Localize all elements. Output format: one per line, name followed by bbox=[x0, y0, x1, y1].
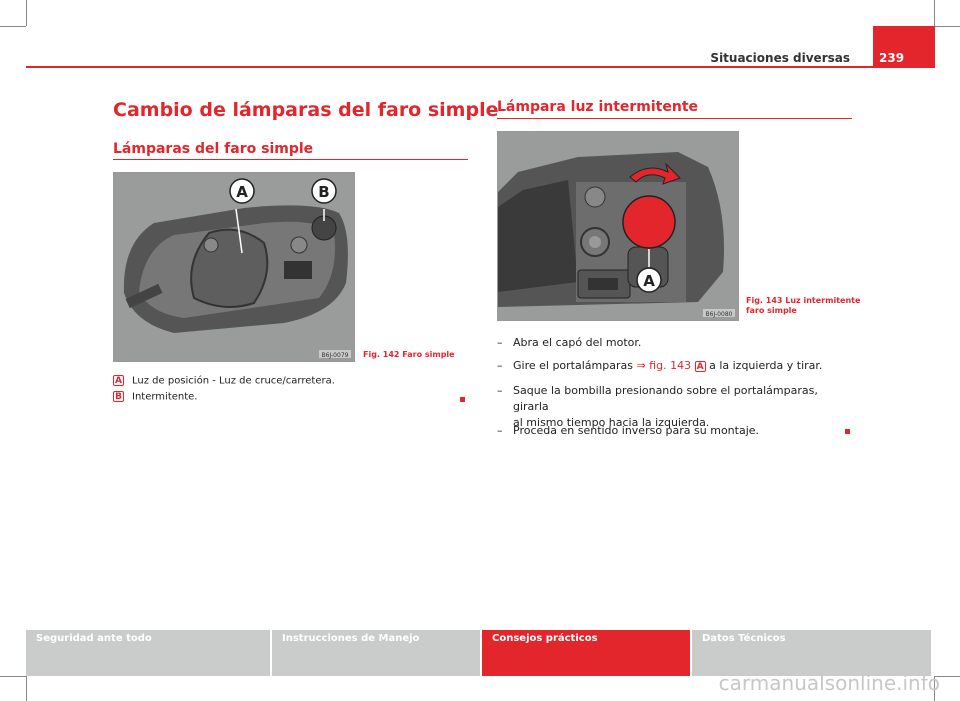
step-3-text: Saque la bombilla presionando sobre el p… bbox=[513, 383, 847, 431]
running-header: Situaciones diversas bbox=[710, 51, 850, 65]
page-number: 239 bbox=[879, 51, 905, 65]
crop-mark bbox=[0, 26, 26, 27]
step-dash: – bbox=[497, 424, 503, 437]
legend-item-a: A Luz de posición - Luz de cruce/carreter… bbox=[113, 375, 335, 387]
figure-142-caption: Fig. 142 Faro simple bbox=[363, 350, 455, 359]
crop-mark bbox=[934, 676, 935, 701]
tab-instrucciones[interactable]: Instrucciones de Manejo bbox=[272, 630, 480, 676]
figure-143-turn-signal: A B6J-0080 bbox=[497, 131, 739, 321]
tab-datos[interactable]: Datos Técnicos bbox=[692, 630, 931, 676]
step-2: – Gire el portalámparas ⇒ fig. 143 A a l… bbox=[497, 358, 847, 374]
section-end-mark bbox=[460, 397, 465, 402]
turn-signal-illustration: A B6J-0080 bbox=[498, 132, 738, 320]
step-2-text-start: Gire el portalámparas bbox=[513, 359, 637, 372]
crop-mark bbox=[26, 0, 27, 26]
legend-text-b: Intermitente. bbox=[132, 391, 198, 403]
left-subheading-rule bbox=[113, 159, 468, 160]
tab-consejos[interactable]: Consejos prácticos bbox=[482, 630, 690, 676]
step-4-text: Proceda en sentido inverso para su monta… bbox=[513, 424, 760, 437]
legend-key-b: B bbox=[113, 391, 124, 402]
step-1: – Abra el capó del motor. bbox=[497, 335, 847, 351]
figure-143-link[interactable]: ⇒ fig. 143 bbox=[636, 359, 692, 372]
figure-143-caption: Fig. 143 Luz intermitente faro simple bbox=[746, 296, 860, 316]
figure-142-callout-b: B bbox=[318, 183, 329, 201]
section-end-mark bbox=[845, 429, 850, 434]
crop-mark bbox=[26, 676, 27, 701]
step-3-line-2: al mismo tiempo hacia la izquierda. bbox=[513, 416, 710, 429]
watermark: carmanualsonline.info bbox=[718, 671, 940, 695]
section-heading: Cambio de lámparas del faro simple bbox=[113, 99, 499, 121]
step-dash: – bbox=[497, 384, 503, 397]
crop-mark bbox=[934, 676, 960, 677]
right-subheading: Lámpara luz intermitente bbox=[497, 99, 699, 115]
left-subheading: Lámparas del faro simple bbox=[113, 141, 314, 157]
step-2-badge-a: A bbox=[694, 360, 706, 372]
figure-143-code: B6J-0080 bbox=[706, 311, 733, 318]
step-dash: – bbox=[497, 336, 503, 349]
tab-seguridad[interactable]: Seguridad ante todo bbox=[26, 630, 270, 676]
footer-nav: Seguridad ante todo Instrucciones de Man… bbox=[26, 630, 935, 676]
step-dash: – bbox=[497, 359, 503, 372]
legend-key-a: A bbox=[113, 375, 124, 386]
step-2-text: Gire el portalámparas ⇒ fig. 143 A a la … bbox=[513, 358, 847, 374]
page-number-tab bbox=[873, 26, 935, 68]
figure-143-callout-a: A bbox=[643, 272, 655, 290]
right-subheading-rule bbox=[497, 118, 852, 119]
figure-143-caption-line1: Fig. 143 Luz intermitente bbox=[746, 296, 861, 305]
headlamp-illustration: A B B6J-0079 bbox=[114, 173, 354, 361]
legend-text-a: Luz de posición - Luz de cruce/carretera… bbox=[132, 375, 335, 387]
figure-142-code: B6J-0079 bbox=[322, 352, 349, 359]
figure-143-caption-line2: faro simple bbox=[746, 306, 797, 315]
crop-mark bbox=[934, 26, 960, 27]
step-3-line-1: Saque la bombilla presionando sobre el p… bbox=[513, 384, 818, 413]
step-4: – Proceda en sentido inverso para su mon… bbox=[497, 423, 847, 439]
step-3: – Saque la bombilla presionando sobre el… bbox=[497, 383, 847, 431]
step-2-text-end: a la izquierda y tirar. bbox=[705, 359, 823, 372]
crop-mark bbox=[0, 676, 26, 677]
legend-item-b: B Intermitente. bbox=[113, 391, 197, 403]
figure-142-callout-a: A bbox=[236, 183, 248, 201]
figure-142-headlamp: A B B6J-0079 bbox=[113, 172, 355, 362]
step-1-text: Abra el capó del motor. bbox=[513, 336, 642, 349]
header-rule bbox=[26, 66, 935, 68]
crop-mark bbox=[934, 0, 935, 26]
